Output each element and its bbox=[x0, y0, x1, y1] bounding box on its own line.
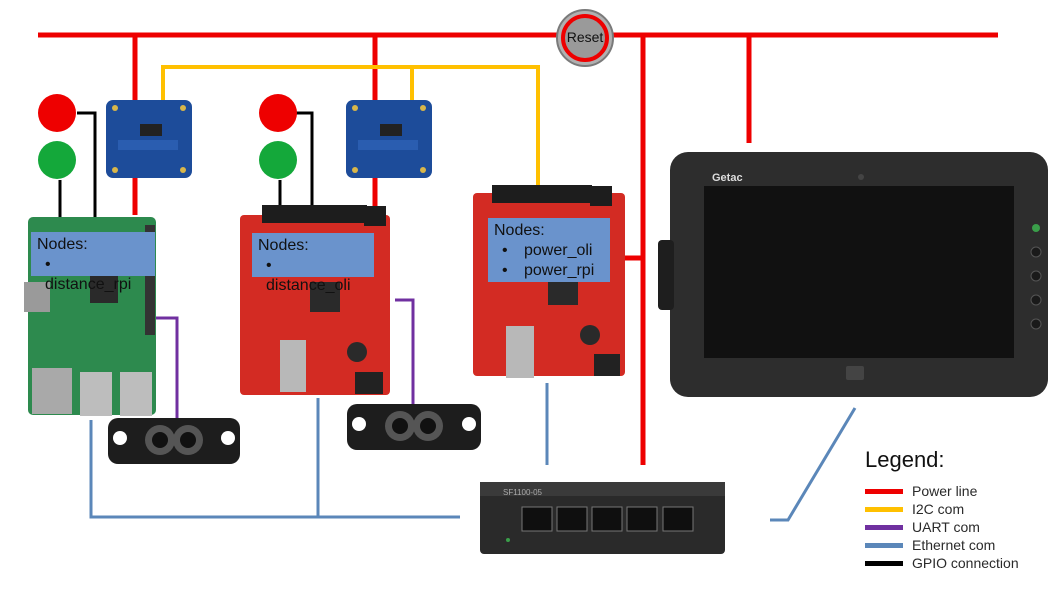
legend-label: UART com bbox=[912, 519, 980, 535]
legend-label: Power line bbox=[912, 483, 978, 499]
green-led bbox=[38, 141, 76, 179]
legend-label: GPIO connection bbox=[912, 555, 1019, 571]
nodes-title: Nodes: bbox=[258, 237, 309, 254]
ethernet-line-tablet bbox=[770, 407, 857, 522]
node-item: power_oli bbox=[502, 241, 604, 261]
nodes-title: Nodes: bbox=[37, 236, 88, 253]
uart-line-rpi bbox=[155, 316, 179, 425]
legend-item-i2c: I2C com bbox=[865, 500, 1019, 518]
power-lines bbox=[38, 32, 998, 465]
ethernet-switch bbox=[480, 482, 725, 554]
nodes-title: Nodes: bbox=[494, 222, 545, 239]
legend-swatch bbox=[865, 542, 903, 548]
green-led bbox=[259, 141, 297, 179]
lidar-sensor-right bbox=[347, 404, 481, 450]
switch-model-label: SF1100-05 bbox=[503, 488, 542, 497]
gpio-line-rpi-red bbox=[77, 111, 97, 225]
node-item: power_rpi bbox=[502, 261, 604, 281]
legend-label: I2C com bbox=[912, 501, 965, 517]
node-item: distance_oli bbox=[266, 256, 368, 296]
red-led bbox=[38, 94, 76, 132]
node-item: distance_rpi bbox=[45, 255, 149, 295]
legend-item-power: Power line bbox=[865, 482, 1019, 500]
legend-item-uart: UART com bbox=[865, 518, 1019, 536]
legend-item-gpio: GPIO connection bbox=[865, 554, 1019, 572]
ethernet-line-rpi bbox=[89, 420, 460, 519]
tablet-brand-label: Getac bbox=[712, 172, 743, 184]
ina219-sensor-left bbox=[106, 100, 192, 178]
nodes-box-rpi: Nodes: distance_rpi bbox=[31, 232, 155, 293]
red-led bbox=[259, 94, 297, 132]
legend-item-ethernet: Ethernet com bbox=[865, 536, 1019, 554]
reset-button[interactable] bbox=[556, 9, 614, 67]
i2c-bus bbox=[161, 65, 540, 195]
gpio-line-oli-red bbox=[295, 111, 314, 210]
legend-swatch bbox=[865, 506, 903, 512]
ethernet-lines bbox=[89, 383, 857, 522]
legend: Legend: Power line I2C com UART com Ethe… bbox=[865, 447, 1019, 572]
status-leds-rpi bbox=[38, 94, 76, 179]
legend-swatch bbox=[865, 524, 903, 530]
uart-lines bbox=[155, 298, 415, 425]
legend-swatch bbox=[865, 560, 903, 566]
ina219-sensor-right bbox=[346, 100, 432, 178]
legend-label: Ethernet com bbox=[912, 537, 996, 553]
uart-line-oli bbox=[395, 298, 415, 408]
nodes-box-oli-distance: Nodes: distance_oli bbox=[252, 233, 374, 294]
reset-label[interactable]: Reset bbox=[566, 29, 604, 45]
getac-tablet bbox=[658, 152, 1048, 397]
lidar-sensor-left bbox=[108, 418, 240, 464]
status-leds-oli bbox=[259, 94, 297, 179]
nodes-box-oli-power: Nodes: power_oli power_rpi bbox=[488, 218, 610, 282]
i2c-lines bbox=[161, 65, 540, 195]
legend-title: Legend: bbox=[865, 447, 945, 472]
legend-swatch bbox=[865, 488, 903, 494]
